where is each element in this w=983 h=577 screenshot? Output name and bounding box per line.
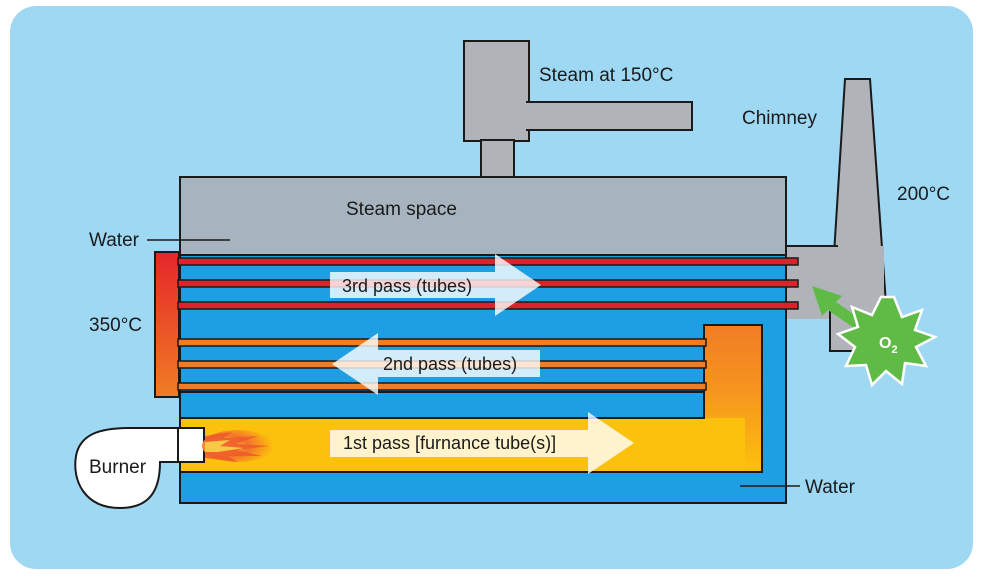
oxygen-arrow: [812, 286, 862, 328]
oxygen-label: O2: [879, 335, 898, 356]
oxygen-inlet: O2: [812, 286, 939, 388]
temp-350-label: 350°C: [89, 315, 142, 336]
pass3-label: 3rd pass (tubes): [342, 276, 472, 296]
front-header: [154, 251, 180, 398]
pass2-label: 2nd pass (tubes): [383, 354, 517, 374]
pass1-label: 1st pass [furnance tube(s)]: [343, 433, 556, 453]
flame-icon: [202, 430, 274, 462]
chimney-label: Chimney: [742, 108, 817, 129]
steam-outlet-pipe: [463, 40, 693, 181]
pass3-arrow: [330, 254, 541, 316]
pass1-arrow: [330, 412, 634, 474]
burner-label: Burner: [89, 457, 147, 478]
water-gap: [179, 391, 705, 419]
pass2-arrow: [332, 333, 540, 395]
chimney-temp-label: 200°C: [897, 184, 950, 205]
water-bottom-label: Water: [805, 477, 856, 498]
oxygen-starburst: [835, 295, 939, 388]
steam-outlet-label: Steam at 150°C: [539, 65, 673, 86]
steam-space-label: Steam space: [346, 199, 457, 220]
water-top-label: Water: [89, 230, 140, 251]
steam-space: [179, 176, 787, 256]
burner: [74, 427, 205, 510]
